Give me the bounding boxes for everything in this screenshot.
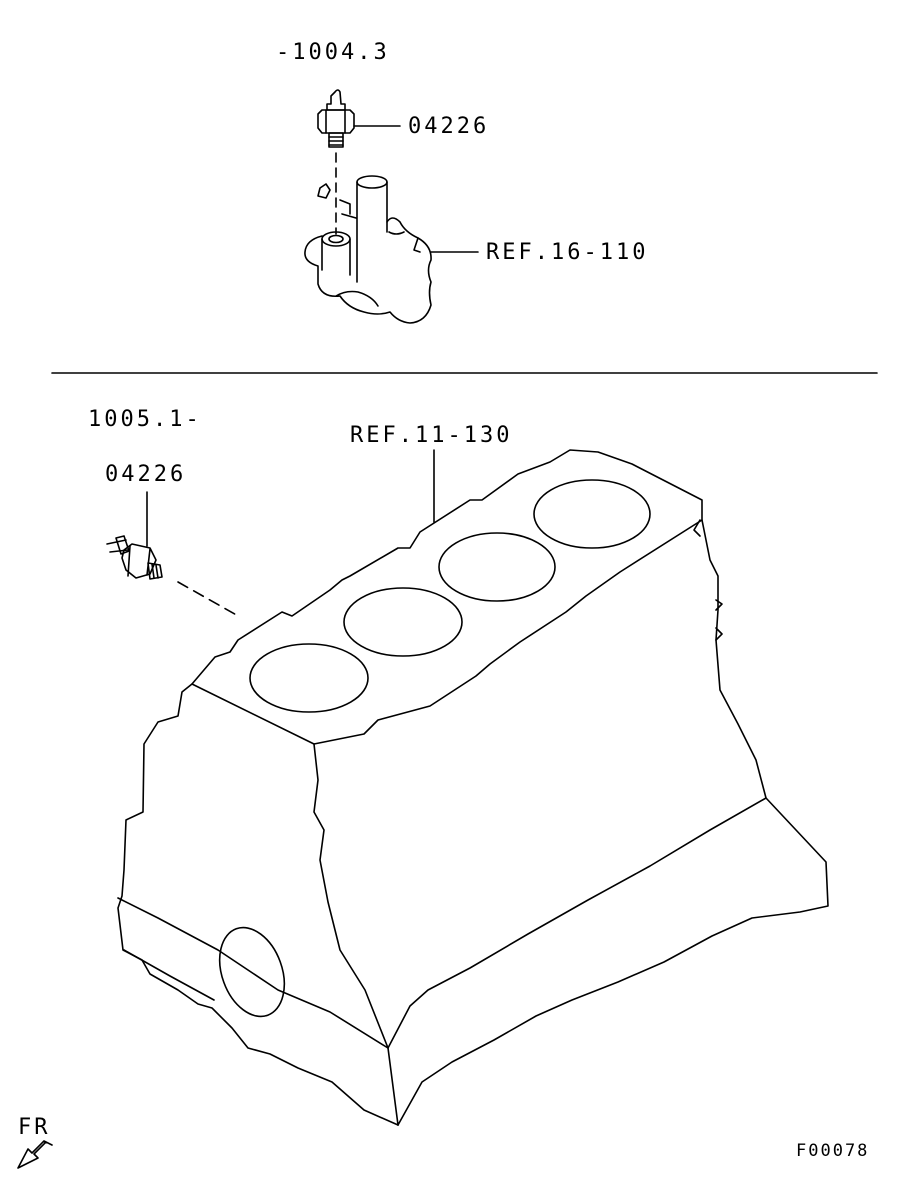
lower-oil-pressure-switch [107,536,162,579]
figure-code-label: F00078 [796,1141,870,1161]
upper-oil-pressure-switch [318,90,354,147]
lower-date-range-label: 1005.1- [88,407,202,432]
lower-reference-label[interactable]: REF.11-130 [350,423,513,448]
direction-indicator-label: FR [18,1115,51,1140]
lower-part-number-label[interactable]: 04226 [105,462,187,487]
cylinder-block-drawing [118,450,828,1125]
upper-part-number-label[interactable]: 04226 [408,114,490,139]
upper-date-range-label: -1004.3 [276,40,390,65]
upper-reference-label[interactable]: REF.16-110 [486,240,649,265]
oil-filter-bracket-drawing [305,176,431,323]
front-direction-arrow-icon [18,1141,52,1168]
lower-install-line [178,582,240,617]
